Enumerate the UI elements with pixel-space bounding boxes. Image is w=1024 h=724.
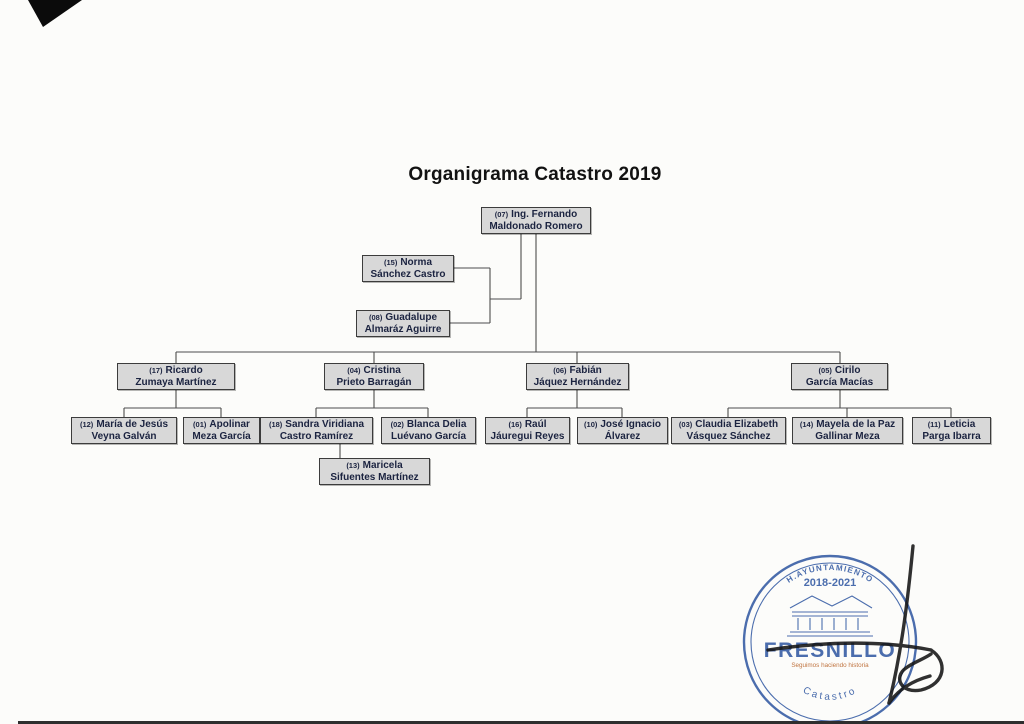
node-second-line: Castro Ramírez [279, 430, 354, 442]
node-line1: (14)Mayela de la Paz [800, 419, 895, 431]
org-node-07-ing-fernando-maldonado-romero: (07)Ing. Fernando Maldonado Romero [481, 207, 591, 234]
node-second-line: Zumaya Martínez [135, 376, 217, 388]
node-number: (13) [346, 460, 360, 470]
node-first-line: Raúl [524, 419, 547, 430]
node-second-line: Meza García [192, 430, 251, 442]
node-first-line: Sandra Viridiana [285, 419, 365, 430]
org-node-15-norma-sanchez-castro: (15)Norma Sánchez Castro [362, 255, 454, 282]
node-first-line: Guadalupe [385, 312, 438, 323]
org-node-14-mayela-de-la-paz-gallinar-meza: (14)Mayela de la Paz Gallinar Meza [792, 417, 903, 444]
org-node-08-guadalupe-almaraz-aguirre: (08)Guadalupe Almaráz Aguirre [356, 310, 450, 337]
node-first-line: Norma [400, 257, 433, 268]
node-number: (04) [347, 365, 361, 375]
node-first-line: José Ignacio [600, 419, 661, 430]
stamp-tagline-text: Seguimos haciendo historia [791, 662, 869, 669]
node-first-line: Mayela de la Paz [816, 419, 896, 430]
node-second-line: Almaráz Aguirre [364, 323, 442, 335]
org-node-03-claudia-elizabeth-vasquez-sanchez: (03)Claudia Elizabeth Vásquez Sánchez [671, 417, 786, 444]
node-first-line: Apolinar [209, 419, 250, 430]
node-first-line: Ing. Fernando [511, 209, 578, 220]
node-number: (05) [818, 365, 832, 375]
node-first-line: Fabián [569, 365, 602, 376]
node-line1: (03)Claudia Elizabeth [679, 419, 778, 431]
org-node-12-maria-de-jesus-veyna-galvan: (12)María de Jesús Veyna Galván [71, 417, 177, 444]
node-line1: (10)José Ignacio [584, 419, 661, 431]
node-second-line: Veyna Galván [91, 430, 157, 442]
org-node-02-blanca-delia-luevano-garcia: (02)Blanca Delia Luévano García [381, 417, 476, 444]
org-node-05-cirilo-garcia-macias: (05)Cirilo García Macías [791, 363, 888, 390]
municipal-stamp: H.AYUNTAMIENTO 2018-2021 FRESNILLO Segui… [742, 554, 918, 724]
node-number: (14) [799, 419, 814, 429]
node-line1: (15)Norma [384, 257, 432, 269]
stamp-name-text: FRESNILLO [764, 639, 897, 662]
node-number: (12) [79, 419, 94, 429]
scan-bottom-edge-artifact [18, 721, 1024, 724]
org-node-10-jose-ignacio-alvarez: (10)José Ignacio Álvarez [577, 417, 668, 444]
node-second-line: Álvarez [604, 430, 641, 442]
node-line1: (11)Leticia [928, 419, 976, 431]
node-second-line: Sifuentes Martínez [330, 471, 419, 483]
page-title: Organigrama Catastro 2019 [408, 164, 662, 185]
node-second-line: Jáuregui Reyes [490, 430, 565, 442]
node-first-line: Cristina [363, 365, 401, 376]
node-second-line: Prieto Barragán [336, 376, 412, 388]
node-second-line: Vásquez Sánchez [686, 430, 771, 442]
node-line1: (06)Fabián [553, 365, 602, 377]
node-second-line: Luévano García [390, 430, 467, 442]
node-line1: (16)Raúl [508, 419, 546, 431]
connector-lines-group [123, 234, 952, 459]
node-number: (06) [553, 365, 567, 375]
node-number: (02) [390, 419, 404, 429]
stamp-years-text: 2018-2021 [804, 577, 857, 589]
org-node-13-maricela-sifuentes-martinez: (13)Maricela Sifuentes Martínez [319, 458, 430, 485]
org-node-17-ricardo-zumaya-martinez: (17)Ricardo Zumaya Martínez [117, 363, 235, 390]
org-node-01-apolinar-meza-garcia: (01)Apolinar Meza García [183, 417, 260, 444]
node-line1: (01)Apolinar [193, 419, 250, 431]
stamp-building-icon [787, 595, 873, 637]
node-first-line: Claudia Elizabeth [695, 419, 779, 430]
node-second-line: García Macías [805, 376, 874, 388]
node-number: (17) [149, 365, 163, 375]
node-second-line: Parga Ibarra [922, 430, 981, 442]
node-number: (18) [268, 419, 283, 429]
node-line1: (08)Guadalupe [369, 312, 437, 324]
node-second-line: Maldonado Romero [489, 220, 583, 232]
node-line1: (05)Cirilo [819, 365, 861, 377]
node-line1: (18)Sandra Viridiana [269, 419, 364, 431]
node-number: (07) [494, 209, 509, 219]
node-first-line: Blanca Delia [406, 419, 467, 430]
node-number: (15) [383, 257, 398, 267]
scan-corner-artifact [28, 0, 82, 27]
node-first-line: María de Jesús [96, 419, 169, 430]
node-number: (08) [368, 312, 383, 322]
org-node-18-sandra-viridiana-castro-ramirez: (18)Sandra Viridiana Castro Ramírez [260, 417, 373, 444]
node-number: (01) [193, 419, 207, 429]
node-line1: (07)Ing. Fernando [495, 209, 577, 221]
stamp-arc-bottom-text: Catastro [801, 685, 856, 703]
org-node-11-leticia-parga-ibarra: (11)Leticia Parga Ibarra [912, 417, 991, 444]
svg-text:Catastro: Catastro [801, 685, 859, 703]
node-number: (03) [678, 419, 693, 429]
org-node-06-fabian-jaquez-hernandez: (06)Fabián Jáquez Hernández [526, 363, 629, 390]
node-line1: (17)Ricardo [149, 365, 203, 377]
node-second-line: Sánchez Castro [370, 268, 446, 280]
org-node-16-raul-jauregui-reyes: (16)Raúl Jáuregui Reyes [485, 417, 570, 444]
node-first-line: Maricela [362, 460, 403, 471]
node-first-line: Leticia [943, 419, 976, 430]
node-line1: (12)María de Jesús [80, 419, 168, 431]
node-number: (11) [927, 419, 941, 429]
node-line1: (04)Cristina [347, 365, 401, 377]
node-second-line: Gallinar Meza [815, 430, 880, 442]
node-number: (16) [508, 419, 522, 429]
node-second-line: Jáquez Hernández [533, 376, 622, 388]
node-first-line: Ricardo [165, 365, 203, 376]
node-line1: (02)Blanca Delia [391, 419, 467, 431]
node-number: (10) [584, 419, 598, 429]
org-node-04-cristina-prieto-barragan: (04)Cristina Prieto Barragán [324, 363, 424, 390]
node-line1: (13)Maricela [346, 460, 402, 472]
node-first-line: Cirilo [834, 365, 861, 376]
